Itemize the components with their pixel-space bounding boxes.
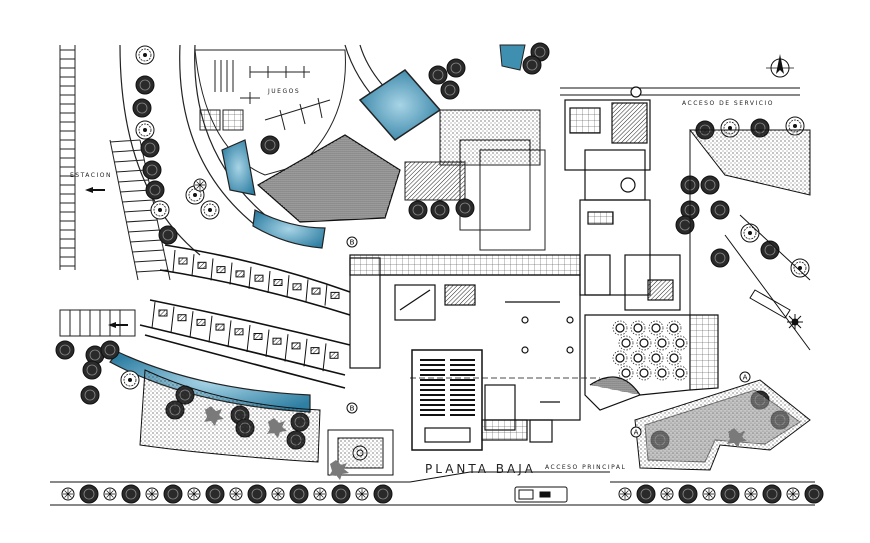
entry-road [50, 471, 815, 506]
plan-title: PLANTA BAJA [425, 462, 536, 476]
landscape-block [256, 109, 546, 251]
section-marker-b-top: B [350, 239, 355, 247]
tree-icon [618, 487, 632, 501]
tree-icon [313, 487, 327, 501]
tree-icon [121, 484, 141, 504]
tree-icon [331, 484, 351, 504]
guest-rooms [139, 244, 351, 389]
tree-icon [430, 200, 450, 220]
tree-icon [150, 200, 170, 220]
pools [109, 44, 526, 413]
tree-icon [82, 360, 102, 380]
tree-icon [790, 258, 810, 278]
tree-icon [132, 98, 152, 118]
section-markers: B B A A [346, 236, 751, 438]
tree-icon [187, 487, 201, 501]
section-marker-b-bottom: B [350, 405, 355, 413]
tree-icon [229, 487, 243, 501]
vehicle-icon [514, 486, 568, 503]
label-acceso-servicio: ACCESO DE SERVICIO [682, 100, 774, 107]
tree-icon [142, 160, 162, 180]
tree-icon [135, 75, 155, 95]
compass-rose-icon [787, 314, 803, 330]
tree-icon [373, 484, 393, 504]
tree-icon [100, 340, 120, 360]
section-marker-a-left: A [634, 429, 639, 437]
tree-icon [79, 484, 99, 504]
tree-icon [135, 120, 155, 140]
label-acceso-principal: ACCESO PRINCIPAL [545, 464, 627, 471]
label-juegos: JUEGOS [268, 88, 301, 95]
tree-icon [636, 484, 656, 504]
right-gardens [634, 129, 811, 471]
tree-icon [804, 484, 824, 504]
north-arrow-icon [766, 54, 794, 78]
tree-icon [163, 484, 183, 504]
tree-icon [260, 135, 280, 155]
tree-icon [455, 198, 475, 218]
tree-icon [675, 215, 695, 235]
parking-lower [59, 309, 136, 337]
tree-icon [710, 200, 730, 220]
tree-icon [140, 138, 160, 158]
playground-area [194, 49, 346, 176]
tree-icon [80, 385, 100, 405]
main-building [349, 254, 600, 451]
tree-icon [660, 487, 674, 501]
tree-icon [720, 484, 740, 504]
tree-icon [522, 55, 542, 75]
tree-icon [247, 484, 267, 504]
tree-icon [678, 484, 698, 504]
tree-icon [158, 225, 178, 245]
tree-icon [55, 340, 75, 360]
tree-icon [740, 223, 760, 243]
restaurant-terrace [584, 314, 719, 411]
road-trees [61, 484, 824, 504]
tree-icon [428, 65, 448, 85]
tree-icon [145, 180, 165, 200]
tree-icon [271, 487, 285, 501]
tree-icon [193, 178, 207, 192]
tree-icon [762, 484, 782, 504]
parking-area [59, 45, 171, 281]
tree-icon [710, 248, 730, 268]
section-marker-a-right: A [743, 374, 748, 382]
tree-icon [744, 487, 758, 501]
lower-left-garden [139, 369, 394, 476]
tree-icon [205, 484, 225, 504]
direction-arrows [85, 187, 128, 328]
tree-icon [760, 240, 780, 260]
tree-icon [786, 487, 800, 501]
tree-icon [120, 370, 140, 390]
tree-icon [446, 58, 466, 78]
service-building [560, 86, 800, 311]
tree-icon [135, 45, 155, 65]
label-estacionamiento: ESTACION [70, 172, 112, 179]
tree-icon [440, 80, 460, 100]
tree-icon [145, 487, 159, 501]
stone-decorations [204, 406, 747, 480]
tree-icon [200, 200, 220, 220]
tree-icon [700, 175, 720, 195]
tree-icon [103, 487, 117, 501]
tree-icon [702, 487, 716, 501]
tree-icon [289, 484, 309, 504]
tree-icon [61, 487, 75, 501]
tree-icon [355, 487, 369, 501]
tree-icon [408, 200, 428, 220]
